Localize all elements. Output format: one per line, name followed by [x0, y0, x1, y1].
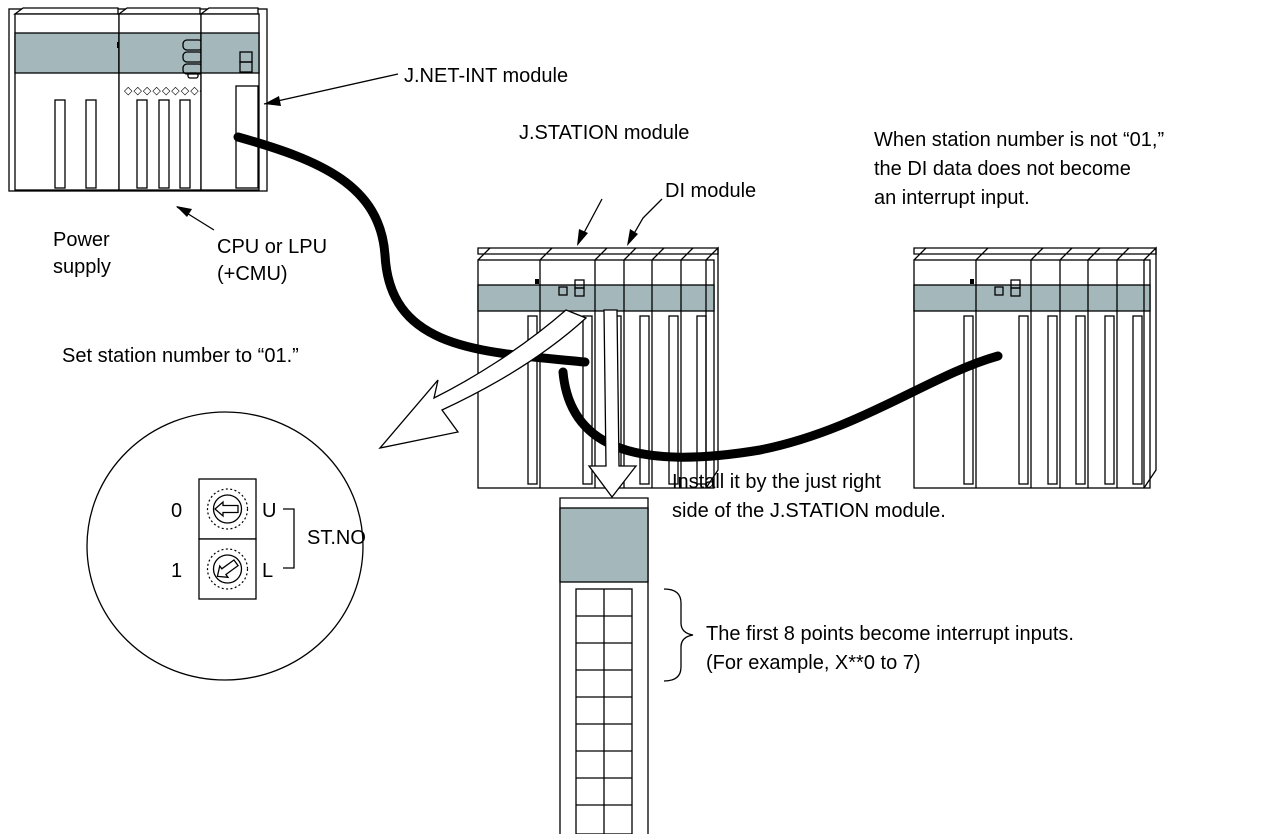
cpu-label-1: CPU or LPU	[217, 236, 327, 258]
install-note-2: side of the J.STATION module.	[672, 500, 946, 522]
other-station-note-1: When station number is not “01,”	[874, 129, 1164, 151]
upper-dial	[206, 488, 249, 530]
switch-name: ST.NO	[307, 527, 366, 549]
lower-tag: L	[262, 560, 273, 582]
set-station-label: Set station number to “01.”	[62, 345, 299, 367]
power-supply-label-1: Power	[53, 229, 110, 251]
zoom-arrow-switch	[378, 309, 588, 450]
other-station-rack	[913, 246, 1157, 489]
jstation-label: J.STATION module	[519, 122, 689, 144]
power-supply-label-2: supply	[53, 256, 111, 278]
di-module-detail	[559, 497, 694, 834]
main-station-rack	[477, 246, 719, 489]
lower-digit: 1	[171, 560, 182, 582]
callout-leaders	[176, 73, 663, 246]
zoom-arrow-di-module	[587, 309, 638, 499]
lower-dial	[206, 548, 249, 590]
interrupt-points-note-2: (For example, X**0 to 7)	[706, 652, 921, 674]
install-note-1: Install it by the just right	[672, 471, 881, 493]
upper-tag: U	[262, 500, 276, 522]
station-number-switch: 0 1 U L ST.NO	[86, 411, 366, 681]
other-station-note-3: an interrupt input.	[874, 187, 1030, 209]
svg-text:◇◇◇◇◇◇◇◇◇: ◇◇◇◇◇◇◇◇◇	[124, 84, 209, 97]
upper-digit: 0	[171, 500, 182, 522]
jnet-int-label: J.NET-INT module	[404, 65, 568, 87]
interrupt-points-note-1: The first 8 points become interrupt inpu…	[706, 623, 1074, 645]
cable-station-to-station	[558, 351, 1003, 462]
cpu-rack: ◇◇◇◇◇◇◇◇◇	[8, 7, 268, 192]
di-module-label: DI module	[665, 180, 756, 202]
cable-cpu-to-station	[233, 132, 590, 367]
cpu-label-2: (+CMU)	[217, 263, 288, 285]
other-station-note-2: the DI data does not become	[874, 158, 1131, 180]
